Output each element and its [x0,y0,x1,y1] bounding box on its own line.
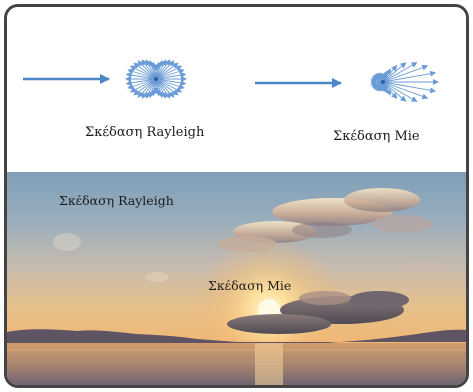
rayleigh-scattering-pattern [125,59,187,99]
scattered-ray [155,59,171,80]
scattered-ray [137,60,157,80]
scattered-ray [125,72,157,80]
scattered-ray [155,59,167,80]
figure-frame: Σκέδαση Rayleigh Σκέδαση Mie [4,4,469,388]
scattered-ray [141,59,157,80]
scattered-ray [155,72,187,80]
scattered-ray [155,78,185,90]
scattering-diagram [23,59,439,102]
cloud-wisp [145,272,169,282]
scattered-ray [382,62,407,83]
scattering-particle [381,80,385,84]
scattered-ray [129,78,157,93]
scattered-ray [382,81,407,102]
scattered-ray [382,64,429,83]
scattered-ray [125,78,157,86]
lower-cloud [227,291,409,334]
scattered-ray [155,78,175,98]
scattered-ray [148,60,157,80]
scattered-ray [382,81,418,102]
scattered-ray [155,68,185,80]
scattered-ray [145,59,157,80]
scattered-ray [155,78,187,86]
upper-cloud [217,188,432,252]
scattered-ray [382,81,437,94]
scattered-ray [382,81,429,100]
water [7,343,466,385]
scattered-ray [145,78,157,99]
scattered-ray [382,62,418,83]
cloud-wisp [409,262,445,272]
scattering-particle [154,77,158,81]
scattered-ray [137,78,157,98]
scattered-ray [382,70,437,83]
hills [7,329,466,343]
mie-diagram-label: Σκέδαση Mie [333,129,420,144]
scattered-ray [141,78,157,99]
scattered-ray [127,78,157,90]
cloud-wisp [53,233,81,251]
scattered-ray [155,78,167,99]
scattered-ray [155,62,179,80]
mie-cloud-label: Σκέδαση Mie [208,278,292,293]
scattering-diagram-panel: Σκέδαση Rayleigh Σκέδαση Mie [7,7,466,172]
scattered-ray [127,68,157,80]
mie-scattering-pattern [370,62,439,102]
scattered-ray [155,78,171,99]
rayleigh-sky-label: Σκέδαση Rayleigh [59,193,174,208]
sunset-photo: Σκέδαση Rayleigh Σκέδαση Mie [7,172,466,385]
sunset-scene [7,172,466,385]
scattered-ray [382,64,398,83]
scattered-ray [133,78,157,96]
scattered-ray [133,62,157,80]
scattered-ray [155,65,183,80]
rayleigh-diagram-label: Σκέδαση Rayleigh [85,125,205,140]
scattered-ray [155,78,179,96]
scattered-ray [155,60,175,80]
sun-reflection [255,343,283,385]
